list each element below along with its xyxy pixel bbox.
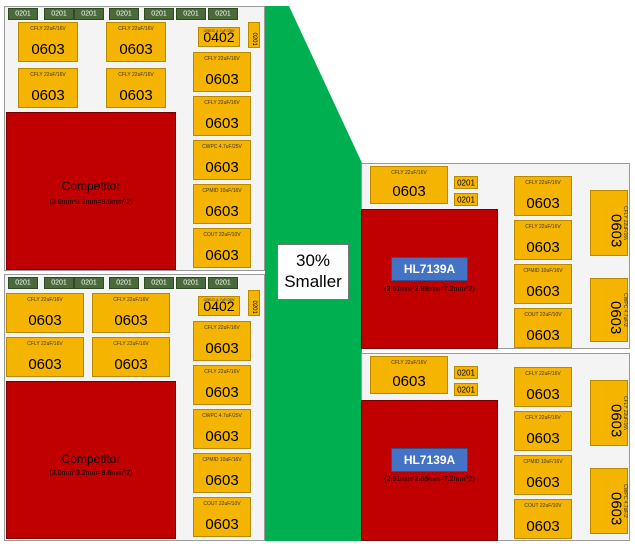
resistor-0201: 0201 <box>109 277 139 289</box>
callout-text: Smaller <box>284 272 342 291</box>
resistor-0201: 0201 <box>208 277 238 289</box>
resistor-0201: 0201 <box>454 366 478 379</box>
resistor-0201: 0201 <box>8 8 38 20</box>
resistor-0201: 0201 <box>144 277 174 289</box>
resistor-0201-vertical: 0201 <box>248 290 260 316</box>
resistor-0201: 0201 <box>454 383 478 396</box>
resistor-0201: 0201 <box>176 8 206 20</box>
competitor-chip: Competitor (3.0mm*3.2mm=9.6mm^2) <box>6 381 176 539</box>
resistor-0201: 0201 <box>208 8 238 20</box>
resistor-0201: 0201 <box>144 8 174 20</box>
resistor-0201: 0201 <box>74 277 104 289</box>
resistor-0201: 0201 <box>44 277 74 289</box>
hl7139a-label: HL7139A <box>391 257 468 281</box>
resistor-0201: 0201 <box>454 176 478 189</box>
resistor-0201: 0201 <box>8 277 38 289</box>
hl7139a-dims: (2.61mm*2.88mm=7.2mm^2) <box>384 286 475 293</box>
resistor-0201-vertical: 0201 <box>248 22 260 48</box>
resistor-0201: 0201 <box>176 277 206 289</box>
resistor-0201: 0201 <box>454 193 478 206</box>
resistor-0201: 0201 <box>109 8 139 20</box>
callout-percent: 30% <box>295 251 331 270</box>
hl7139a-label: HL7139A <box>391 448 468 472</box>
hl7139a-dims: (2.61mm*2.88mm=7.2mm^2) <box>384 476 475 483</box>
competitor-chip: Competitor (3.0mm*3.2mm=9.6mm^2) <box>6 112 176 270</box>
resistor-0201: 0201 <box>44 8 74 20</box>
resistor-0201: 0201 <box>74 8 104 20</box>
size-reduction-callout: 30% Smaller <box>277 244 349 300</box>
